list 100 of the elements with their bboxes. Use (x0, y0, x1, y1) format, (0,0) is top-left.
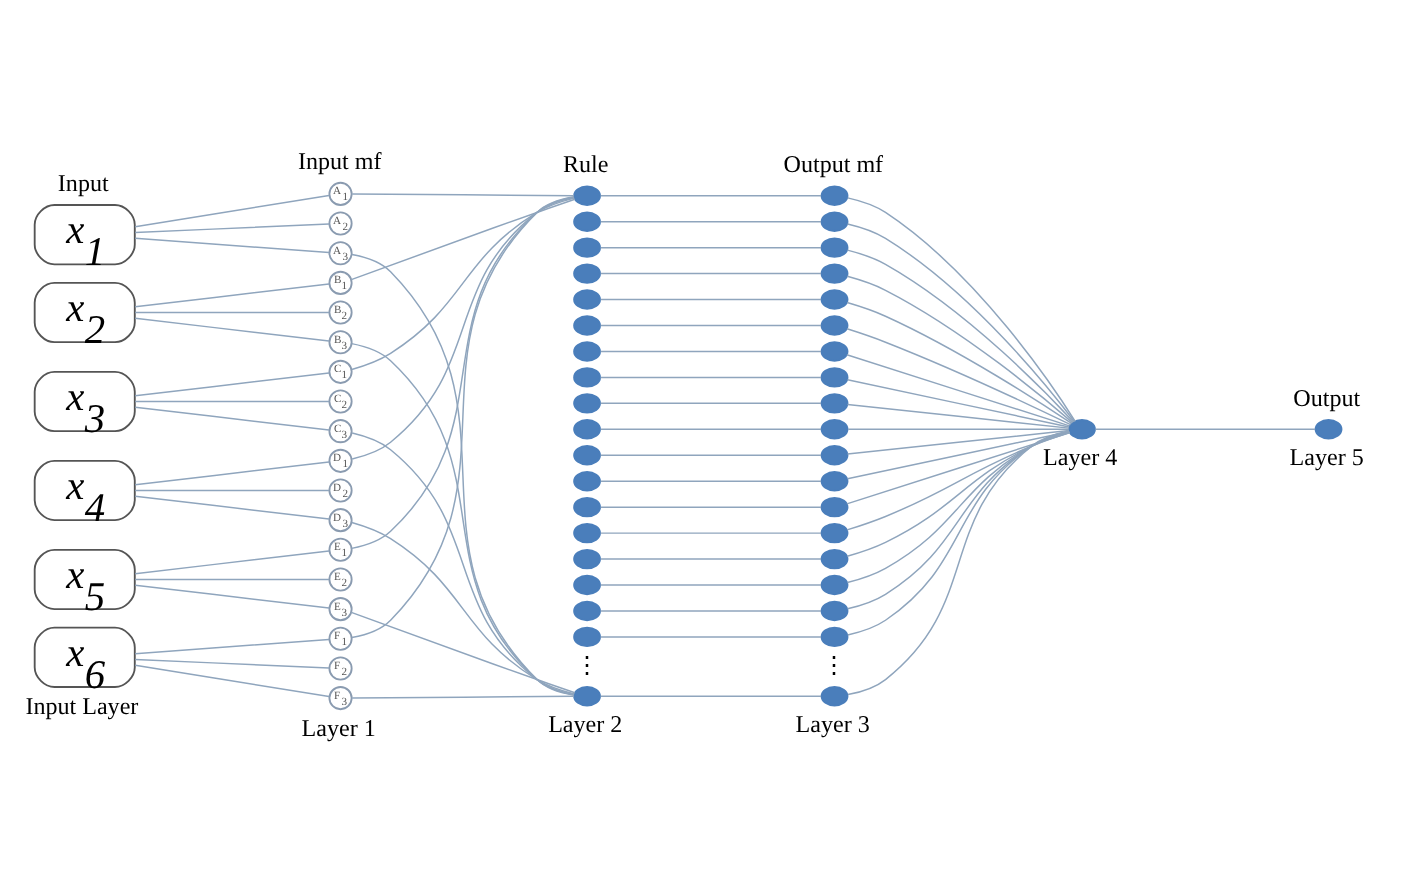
node-circle (820, 547, 849, 569)
connector (134, 399, 330, 402)
node-circle (1314, 418, 1343, 439)
node-circle (573, 495, 601, 517)
node-circle (820, 210, 849, 231)
connector (134, 583, 330, 608)
connector (846, 402, 1070, 428)
node-circle (573, 262, 601, 283)
node-circle (820, 599, 849, 621)
connector (350, 610, 576, 693)
connector (134, 282, 330, 307)
connector (599, 401, 822, 404)
connector (134, 316, 330, 341)
connector (599, 557, 822, 559)
node-circle (820, 573, 849, 595)
connector (134, 193, 330, 227)
connector (1094, 427, 1316, 430)
node-circle (573, 547, 601, 569)
node-circle (820, 418, 849, 439)
connector (599, 245, 822, 248)
label: Layer 2 (548, 709, 623, 738)
node-circle (820, 236, 849, 257)
connector (846, 428, 1070, 454)
connector (599, 635, 822, 637)
connector (134, 310, 330, 313)
connector (847, 427, 1070, 430)
connector (350, 197, 576, 280)
connector (599, 531, 822, 533)
connector (134, 663, 330, 697)
connector (351, 252, 575, 695)
node-circle (820, 262, 849, 283)
node-circle (573, 366, 601, 387)
node-circle (573, 236, 601, 257)
connector (134, 637, 330, 654)
connector (134, 222, 330, 233)
connector (351, 195, 575, 459)
connector (351, 196, 576, 370)
connector (846, 274, 1074, 423)
connector (847, 429, 1070, 695)
connector (599, 505, 822, 507)
node-circle (820, 495, 849, 517)
connector (846, 353, 1071, 426)
label: Rule (562, 149, 609, 178)
node-circle (573, 573, 601, 595)
connector (599, 271, 822, 274)
connector (134, 371, 330, 396)
node-circle (1068, 418, 1096, 439)
connector (351, 195, 575, 638)
label: Layer 4 (1043, 442, 1118, 471)
connector (846, 430, 1071, 583)
connector (134, 460, 330, 485)
node-circle (573, 314, 601, 335)
node-circle (573, 392, 601, 413)
label: Output (1293, 382, 1361, 411)
connector (599, 694, 822, 696)
connector (599, 479, 822, 481)
label: Output mf (783, 149, 884, 178)
node-circle (820, 184, 849, 205)
node-circle (820, 288, 849, 309)
node-circle (573, 210, 601, 231)
connector (846, 430, 1071, 556)
connector (846, 378, 1070, 427)
connector (134, 236, 330, 253)
label: Layer 5 (1289, 442, 1364, 471)
node-circle (573, 340, 601, 361)
connector (599, 194, 822, 196)
connector (599, 349, 822, 352)
connector (599, 219, 822, 222)
node-circle (820, 685, 849, 706)
connector (846, 429, 1070, 479)
connector (351, 192, 575, 196)
node-circle (573, 599, 601, 621)
connector (599, 583, 822, 585)
connector (351, 431, 575, 695)
connector (134, 405, 330, 430)
node-circle (820, 314, 849, 335)
label: Layer 3 (795, 709, 870, 738)
node-circle (573, 685, 601, 706)
node-circle (573, 288, 601, 309)
connector (134, 488, 330, 491)
connector (134, 657, 330, 668)
connector (846, 430, 1071, 530)
connector (599, 453, 822, 455)
node-circle (820, 470, 849, 491)
connector (599, 427, 822, 430)
connector (599, 297, 822, 300)
node-circle (573, 444, 601, 465)
node-circle (820, 392, 849, 413)
label: ⋮ (575, 649, 600, 678)
node-circle (820, 521, 849, 543)
node-circle (573, 625, 601, 647)
connector (599, 375, 822, 378)
connector (351, 694, 575, 698)
label: ⋮ (822, 649, 847, 678)
connector (134, 494, 330, 519)
label: Input mf (297, 145, 382, 174)
node-circle (573, 418, 601, 439)
connector (350, 341, 575, 695)
connector (134, 577, 330, 580)
node-circle (573, 184, 601, 205)
